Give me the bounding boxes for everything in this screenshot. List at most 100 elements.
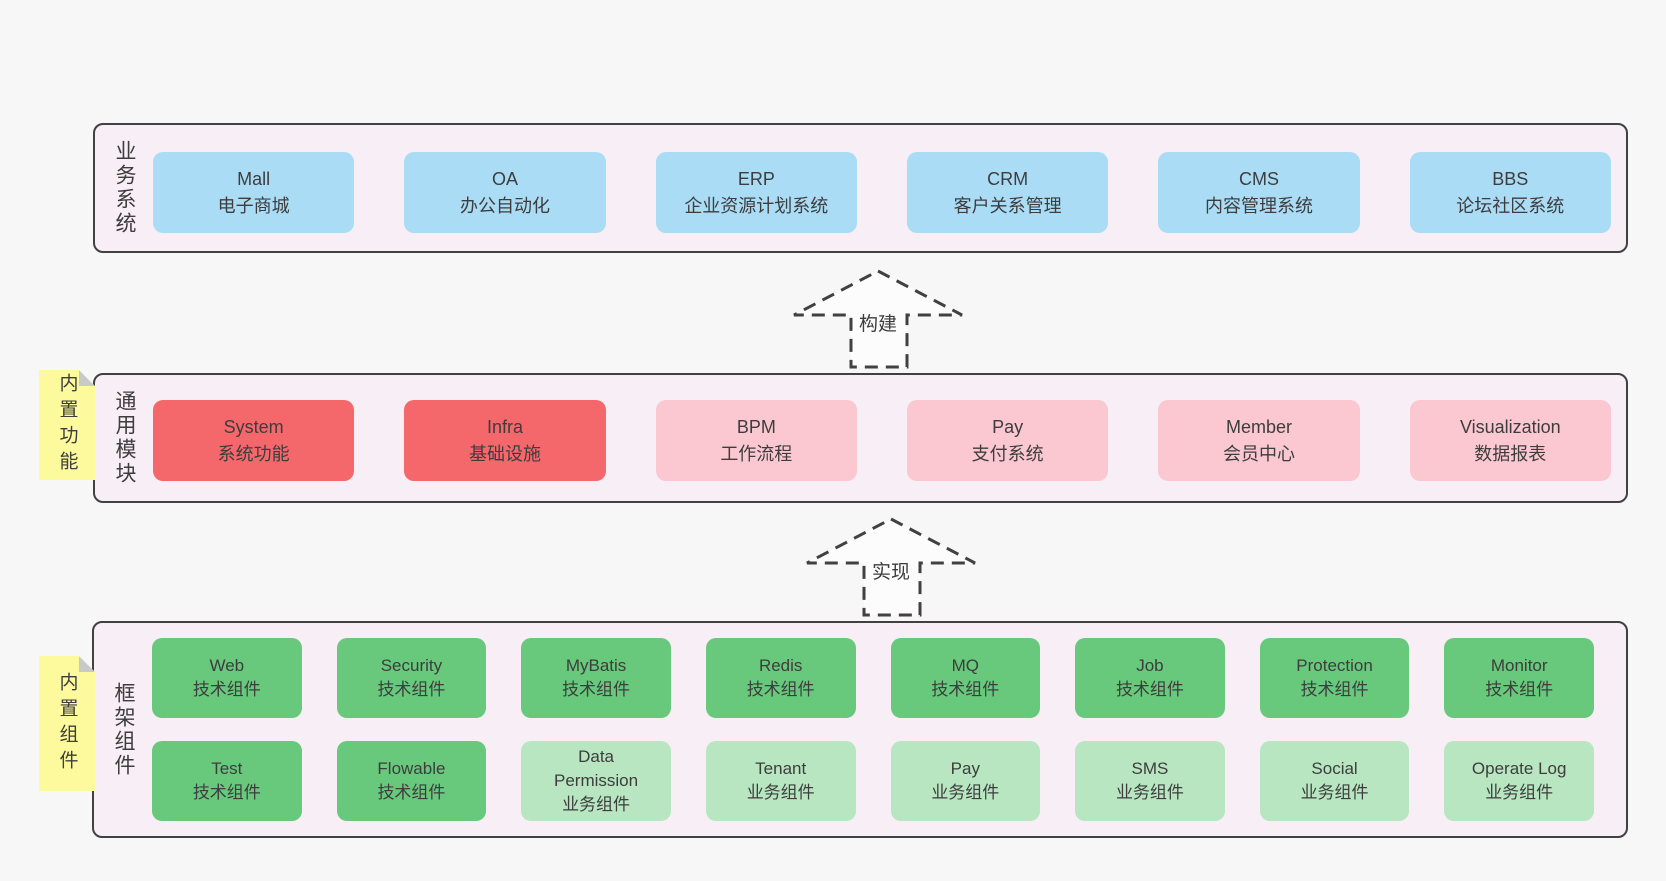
band-label-column: 框架组件 (94, 623, 152, 836)
module-subtitle: 数据报表 (1474, 443, 1547, 464)
module-subtitle: 客户关系管理 (953, 195, 1062, 216)
module-title: Tenant (755, 759, 807, 778)
module-box-system: System 系统功能 (153, 400, 355, 481)
sticky-note-text: 内置功能 (56, 373, 78, 477)
module-box-redis: Redis 技术组件 (705, 638, 856, 718)
module-box-monitor: Monitor 技术组件 (1444, 638, 1594, 718)
module-box-job: Job 技术组件 (1075, 638, 1225, 718)
module-title: CMS (1238, 168, 1279, 189)
module-title: Job (1136, 656, 1164, 675)
module-title: MyBatis (565, 656, 627, 675)
module-subtitle: 业务组件 (931, 783, 1000, 802)
module-title: Pay (992, 416, 1024, 437)
module-subtitle: 系统功能 (217, 443, 290, 464)
module-subtitle: 技术组件 (931, 680, 1000, 699)
module-subtitle: 技术组件 (1300, 680, 1369, 699)
implement-arrow: 实现 (806, 517, 976, 617)
module-box-pay: Pay 业务组件 (890, 741, 1041, 821)
module-title: Pay (950, 759, 980, 778)
module-box-infra: Infra 基础设施 (404, 400, 606, 481)
band-content-business-systems: Mall 电子商城 OA 办公自动化 ERP 企业资源计划系统 CRM 客户关系管理 CMS 内容… (153, 125, 1626, 251)
module-subtitle: 支付系统 (971, 443, 1044, 464)
module-title: Operate Log (1471, 759, 1567, 778)
module-subtitle: 业务组件 (1115, 783, 1184, 802)
module-title: Redis (758, 656, 803, 675)
module-subtitle: 技术组件 (746, 680, 815, 699)
module-box-flowable: Flowable 技术组件 (336, 741, 487, 821)
module-subtitle: 会员中心 (1222, 443, 1295, 464)
module-title: CRM (987, 168, 1029, 189)
module-subtitle: 工作流程 (720, 443, 793, 464)
module-box-operate-log: Operate Log 业务组件 (1444, 741, 1594, 821)
build-arrow-label: 构建 (859, 313, 897, 335)
module-box-mybatis: MyBatis 技术组件 (521, 638, 671, 718)
module-subtitle: 业务组件 (746, 783, 815, 802)
sticky-note-built-in-features: 内置功能 (39, 370, 95, 480)
module-subtitle: 论坛社区系统 (1456, 195, 1565, 216)
sticky-note-text: 内置组件 (56, 671, 78, 776)
module-subtitle: 技术组件 (377, 783, 446, 802)
band-label-column: 通用模块 (95, 375, 153, 501)
module-box-protection: Protection 技术组件 (1259, 638, 1410, 718)
module-title: MQ (951, 656, 979, 675)
module-title: Test (211, 759, 243, 778)
module-box-data-permission: Data Permission 业务组件 (521, 741, 671, 821)
module-box-crm: CRM 客户关系管理 (906, 152, 1109, 233)
module-subtitle: 技术组件 (1485, 680, 1554, 699)
module-box-erp: ERP 企业资源计划系统 (655, 152, 857, 233)
module-subtitle: 技术组件 (377, 680, 446, 699)
module-title: System (223, 416, 284, 437)
module-subtitle: 电子商城 (217, 195, 290, 216)
module-box-visualization: Visualization 数据报表 (1409, 400, 1611, 481)
module-title: Social (1311, 759, 1358, 778)
module-subtitle: 办公自动化 (459, 195, 550, 216)
module-title: Mall (237, 168, 271, 189)
sticky-note-built-in-components: 内置组件 (39, 656, 95, 791)
module-subtitle: 技术组件 (192, 680, 261, 699)
module-title: Monitor (1490, 656, 1548, 675)
module-subtitle: 基础设施 (468, 443, 541, 464)
module-title: Flowable (377, 759, 446, 778)
module-box-cms: CMS 内容管理系统 (1158, 152, 1360, 233)
module-box-oa: OA 办公自动化 (404, 152, 606, 233)
module-title: ERP (737, 168, 775, 189)
module-title: Web (209, 656, 245, 675)
module-subtitle: 技术组件 (562, 680, 631, 699)
module-title: Visualization (1459, 416, 1561, 437)
module-box-mq: MQ 技术组件 (890, 638, 1041, 718)
module-row: Mall 电子商城 OA 办公自动化 ERP 企业资源计划系统 CRM 客户关系管理 CMS 内容… (153, 152, 1611, 233)
module-title: Infra (486, 416, 523, 437)
dashed-up-arrow-shape (793, 269, 963, 369)
module-subtitle: 业务组件 (1485, 783, 1554, 802)
implement-arrow-label: 实现 (872, 561, 910, 583)
module-subtitle: 内容管理系统 (1204, 195, 1313, 216)
module-box-security: Security 技术组件 (336, 638, 487, 718)
module-box-bbs: BBS 论坛社区系统 (1409, 152, 1611, 233)
module-subtitle: 业务组件 (562, 795, 631, 814)
module-subtitle: 技术组件 (1115, 680, 1184, 699)
band-label-common-modules: 通用模块 (113, 390, 136, 486)
module-title: Security (380, 656, 443, 675)
module-title: Data Permission (554, 747, 639, 790)
module-box-pay: Pay 支付系统 (906, 400, 1109, 481)
module-title: OA (491, 168, 518, 189)
band-label-column: 业务系统 (95, 125, 153, 251)
module-title: BBS (1492, 168, 1529, 189)
dashed-up-arrow-shape (806, 517, 976, 617)
module-box-member: Member 会员中心 (1158, 400, 1360, 481)
module-box-tenant: Tenant 业务组件 (705, 741, 856, 821)
module-title: Protection (1296, 656, 1373, 675)
module-subtitle: 企业资源计划系统 (684, 195, 829, 216)
band-label-business-systems: 业务系统 (113, 140, 136, 236)
module-title: Member (1225, 416, 1292, 437)
